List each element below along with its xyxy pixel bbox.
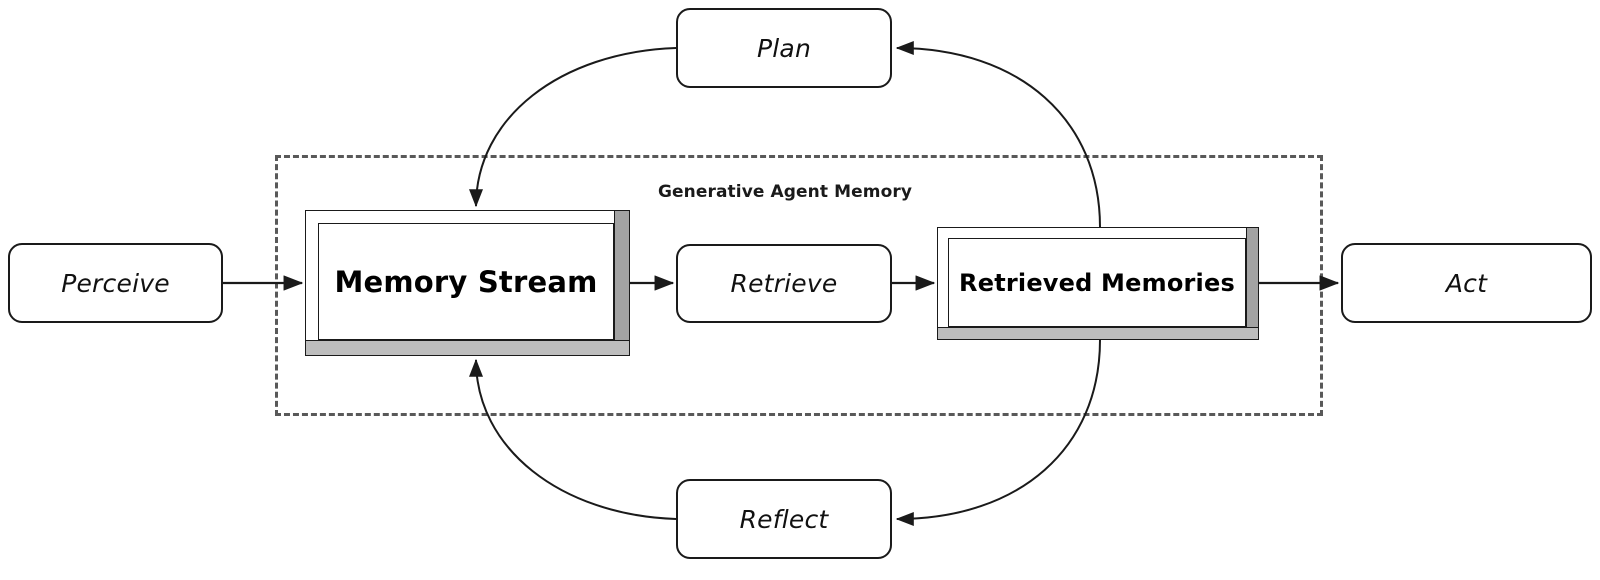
node-retrieve-label: Retrieve — [730, 269, 838, 298]
retrieved-memories-inner: Retrieved Memories — [948, 238, 1246, 327]
node-retrieve[interactable]: Retrieve — [676, 244, 892, 323]
node-perceive-label: Perceive — [61, 268, 170, 298]
node-plan-label: Plan — [757, 33, 811, 63]
node-plan[interactable]: Plan — [676, 8, 892, 88]
memory-stream-inner: Memory Stream — [318, 223, 614, 340]
retrieved-memories-bevel-right — [1246, 227, 1259, 340]
node-retrieved-memories-label: Retrieved Memories — [959, 268, 1235, 297]
node-retrieved-memories[interactable]: Retrieved Memories — [937, 227, 1259, 340]
node-perceive[interactable]: Perceive — [8, 243, 223, 323]
retrieved-memories-bevel-bottom — [937, 327, 1259, 340]
node-reflect[interactable]: Reflect — [676, 479, 892, 559]
node-memory-stream[interactable]: Memory Stream — [305, 210, 630, 356]
node-act[interactable]: Act — [1341, 243, 1592, 323]
memory-stream-bevel-right — [614, 210, 630, 356]
node-memory-stream-label: Memory Stream — [334, 264, 598, 299]
node-act-label: Act — [1445, 268, 1488, 298]
generative-agent-memory-label: Generative Agent Memory — [657, 182, 913, 202]
memory-stream-bevel-bottom — [305, 340, 630, 356]
node-reflect-label: Reflect — [739, 504, 829, 534]
